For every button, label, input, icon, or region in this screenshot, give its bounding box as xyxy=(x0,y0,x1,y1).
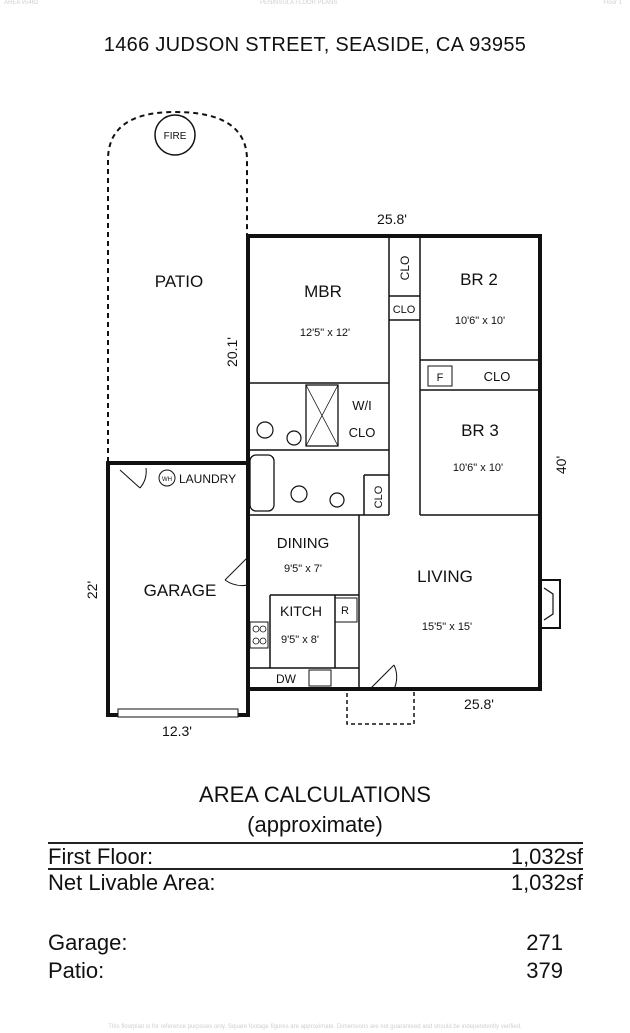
area-row-net-livable: Net Livable Area: 1,032sf xyxy=(48,868,583,896)
bottom-dim: 25.8' xyxy=(464,696,494,712)
area-row-garage: Garage: 271 xyxy=(48,930,563,956)
area-label: Patio: xyxy=(48,958,105,983)
area-value: 379 xyxy=(526,958,563,983)
area-value: 1,032sf xyxy=(510,844,583,869)
fire-label: FIRE xyxy=(164,131,187,142)
area-row-patio: Patio: 379 xyxy=(48,958,563,984)
mbr-label: MBR xyxy=(304,282,342,301)
garage-door xyxy=(117,708,239,718)
dw-label: DW xyxy=(276,672,297,686)
wh-label: WH xyxy=(162,477,172,483)
clo-small: CLO xyxy=(393,304,416,316)
kitch-size: 9'5" x 8' xyxy=(281,634,319,646)
garage-label: GARAGE xyxy=(144,581,217,600)
wi-clo-label: CLO xyxy=(349,425,376,440)
footer-disclaimer: This floorplan is for reference purposes… xyxy=(108,1024,522,1030)
br3-size: 10'6" x 10' xyxy=(453,462,503,474)
patio-dim: 20.1' xyxy=(224,337,240,367)
br-clo: CLO xyxy=(484,369,511,384)
br2-size: 10'6" x 10' xyxy=(455,315,505,327)
area-label: First Floor: xyxy=(48,844,154,869)
patio-label: PATIO xyxy=(155,272,204,291)
laundry-label: LAUNDRY xyxy=(179,472,236,486)
fire-pit xyxy=(154,114,196,156)
dining-label: DINING xyxy=(277,535,330,552)
header-tiny-center: PENINSULA FLOOR PLANS xyxy=(260,0,338,6)
f-label: F xyxy=(437,372,444,384)
garage-side-dim: 22' xyxy=(84,581,100,599)
wi-label: W/I xyxy=(352,398,372,413)
clo-vertical: CLO xyxy=(398,256,412,281)
kitch-label: KITCH xyxy=(280,603,322,619)
area-label: Garage: xyxy=(48,930,128,955)
area-value: 271 xyxy=(526,930,563,955)
br2-label: BR 2 xyxy=(460,270,498,289)
dining-size: 9'5" x 7' xyxy=(284,563,322,575)
patio-outline xyxy=(107,110,248,462)
floor-plan: FIRE PATIO 20.1' xyxy=(84,110,569,739)
header-tiny-left: AREA #5462 xyxy=(4,0,39,6)
br3-label: BR 3 xyxy=(461,421,499,440)
header-tiny-right: Floor 1 xyxy=(603,0,622,6)
garage-bottom-dim: 12.3' xyxy=(162,723,192,739)
living-size: 15'5" x 15' xyxy=(422,621,472,633)
top-dim: 25.8' xyxy=(377,211,407,227)
mbr-size: 12'5" x 12' xyxy=(300,327,350,339)
area-row-first-floor: First Floor: 1,032sf xyxy=(48,842,583,870)
address-title: 1466 JUDSON STREET, SEASIDE, CA 93955 xyxy=(103,34,527,56)
fridge-label: R xyxy=(341,605,349,617)
area-label: Net Livable Area: xyxy=(48,870,216,895)
bath-clo: CLO xyxy=(373,485,385,508)
living-label: LIVING xyxy=(417,567,473,586)
area-value: 1,032sf xyxy=(510,870,583,895)
area-calculations-subtitle: (approximate) xyxy=(247,812,383,837)
area-calculations-title: AREA CALCULATIONS xyxy=(199,782,431,807)
right-dim: 40' xyxy=(553,456,569,474)
